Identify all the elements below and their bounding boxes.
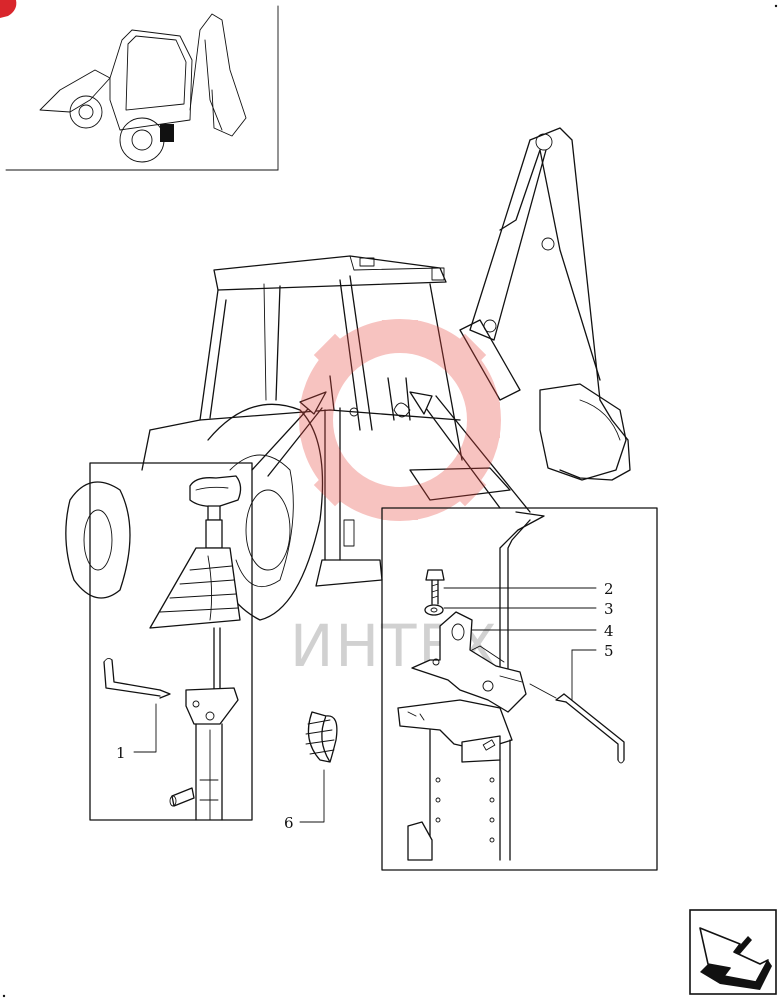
detail-box-left bbox=[89, 462, 253, 821]
corner-badge bbox=[0, 0, 17, 18]
callout-3: 3 bbox=[604, 600, 614, 618]
next-page-arrow-icon[interactable] bbox=[689, 909, 777, 995]
callout-6: 6 bbox=[284, 814, 294, 832]
callout-4: 4 bbox=[604, 622, 614, 640]
callout-labels: 1 2 3 4 5 6 bbox=[116, 580, 614, 832]
machine-illustration bbox=[65, 127, 631, 621]
part-clip-6 bbox=[299, 711, 338, 823]
detail-box-right bbox=[381, 507, 658, 871]
callout-2: 2 bbox=[604, 580, 614, 598]
callout-1: 1 bbox=[116, 744, 126, 762]
thumbnail-overview bbox=[5, 5, 279, 171]
callout-5: 5 bbox=[604, 642, 614, 660]
